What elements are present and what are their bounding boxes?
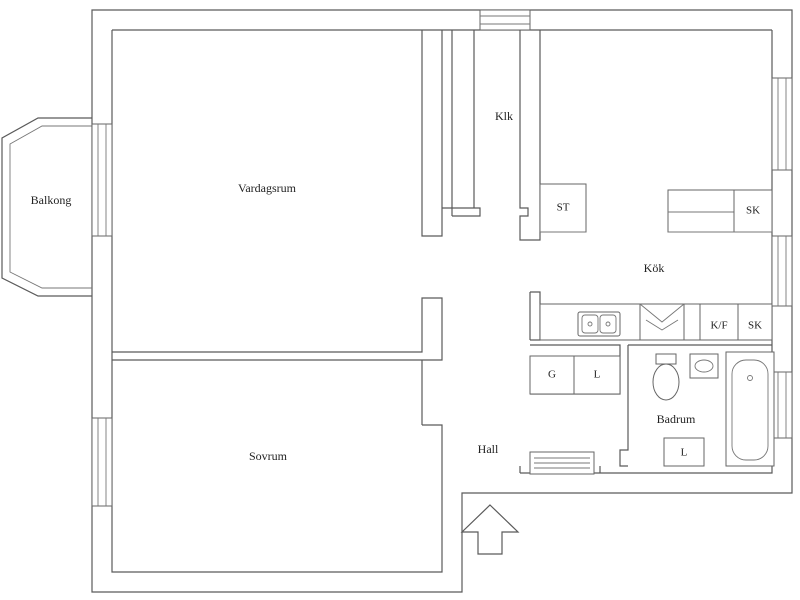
room-label-vardagsrum: Vardagsrum	[238, 181, 297, 195]
toilet	[652, 363, 680, 401]
l-bath-cabinet	[663, 437, 705, 467]
fixture-label-st: ST	[557, 202, 570, 214]
room-label-balkong: Balkong	[31, 193, 72, 207]
g-cabinet	[529, 355, 575, 395]
hall-fixtures	[529, 355, 621, 475]
balcony	[1, 117, 92, 297]
sk-lower-cabinet	[737, 303, 773, 341]
room-label-kok: Kök	[644, 261, 665, 275]
interior-walls	[112, 30, 772, 473]
windows	[91, 9, 793, 507]
room-label-klk: Klk	[495, 109, 513, 123]
fixture-label-l-hall: L	[594, 369, 601, 381]
room-label-sovrum: Sovrum	[249, 449, 288, 463]
kitchen-fixtures	[539, 183, 773, 341]
sk-upper-cabinet	[733, 189, 773, 233]
fixture-label-kf: K/F	[710, 320, 727, 332]
outer-walls	[91, 9, 793, 593]
entrance-arrow	[460, 504, 520, 555]
fixture-label-sk-upper: SK	[746, 205, 760, 217]
fixture-label-l-bath: L	[681, 447, 688, 459]
l-hall-cabinet	[573, 355, 621, 395]
st-cabinet	[539, 183, 587, 233]
toilet-tank	[655, 353, 677, 365]
room-label-badrum: Badrum	[657, 412, 696, 426]
wardrobe	[667, 189, 735, 233]
fixture-label-g: G	[548, 369, 556, 381]
bathtub	[725, 351, 775, 467]
bathroom-fixtures	[652, 351, 775, 467]
room-label-hall: Hall	[478, 442, 499, 456]
fixture-label-sk-lower: SK	[748, 320, 762, 332]
washbasin	[689, 353, 719, 379]
sink	[577, 311, 621, 337]
